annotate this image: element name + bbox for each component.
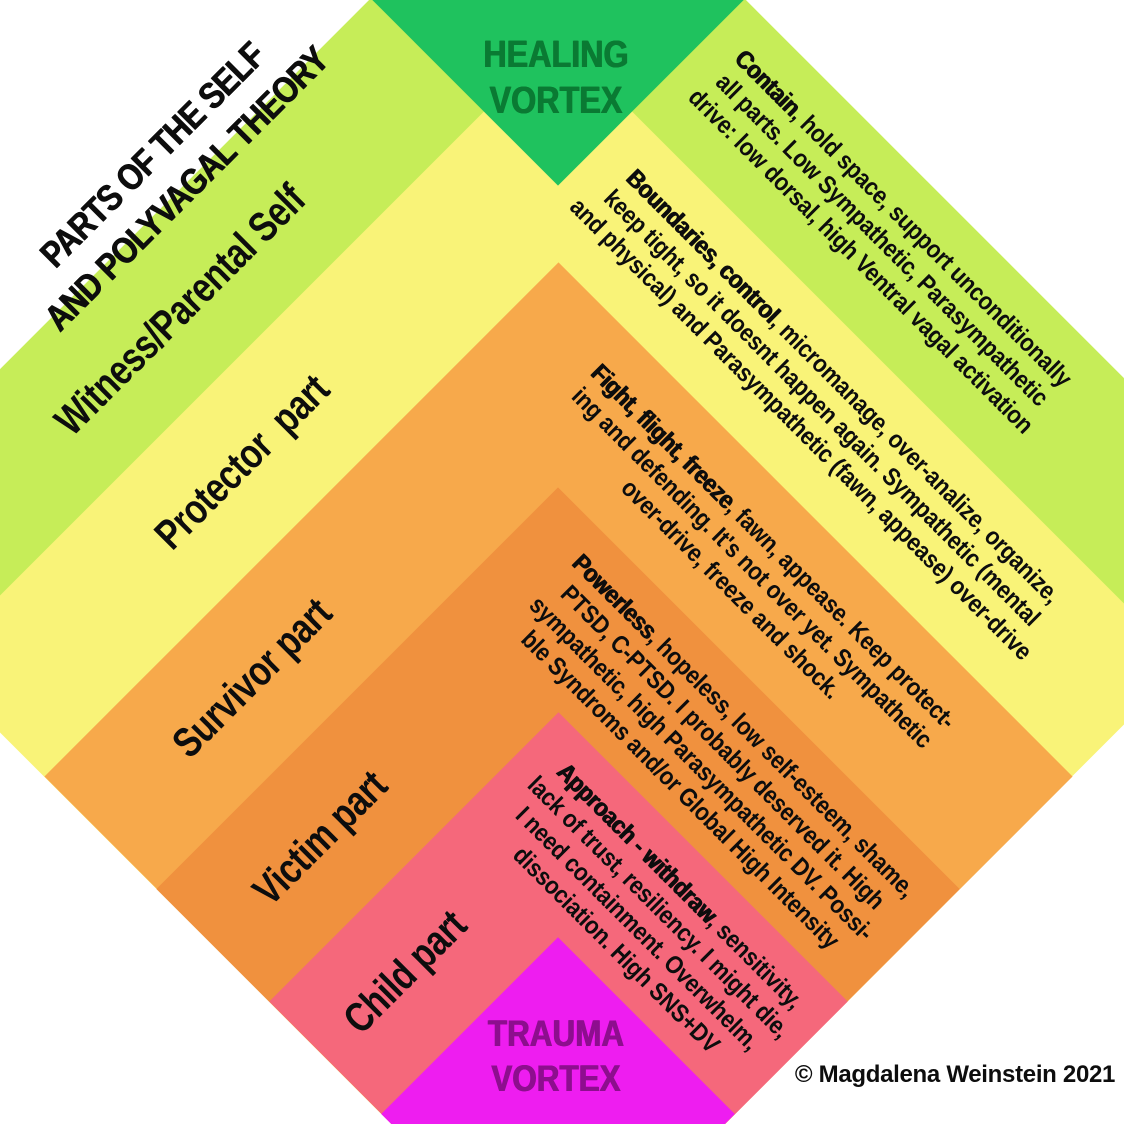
trauma-vortex-line2: VORTEX: [491, 1058, 621, 1099]
healing-vortex-line1: HEALING: [483, 34, 629, 76]
trauma-vortex-label: TRAUMA VORTEX: [488, 1011, 624, 1101]
healing-vortex-line2: VORTEX: [489, 80, 623, 122]
trauma-vortex-line1: TRAUMA: [487, 1013, 625, 1054]
healing-vortex-label: HEALING VORTEX: [483, 32, 628, 124]
copyright-note: © Magdalena Weinstein 2021: [794, 1061, 1116, 1088]
